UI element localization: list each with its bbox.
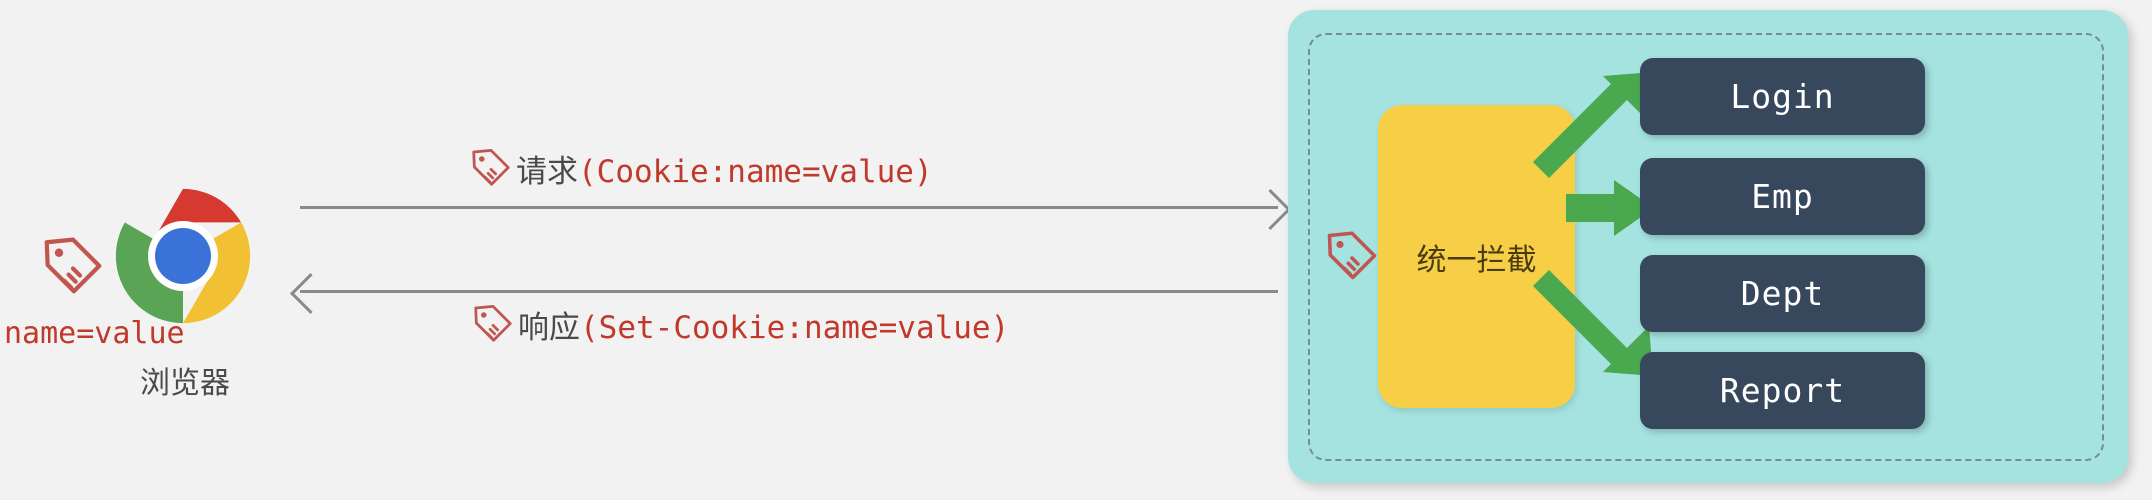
cookie-tag-icon [44, 237, 102, 294]
interceptor-to-login-arrow-icon [1533, 72, 1653, 178]
server-panel: 统一拦截 [1288, 10, 2128, 483]
request-arrow-head-icon [1249, 188, 1292, 231]
interceptor-to-dept-arrow-icon [1566, 180, 1654, 236]
interceptor-to-report-arrow-icon [1533, 270, 1653, 376]
endpoint-label: Report [1719, 371, 1846, 410]
endpoint-report[interactable]: Report [1640, 352, 1925, 429]
request-label-cn: 请求 [516, 154, 578, 189]
client-cookie-value: name=value [4, 316, 185, 351]
response-arrow-line [300, 290, 1278, 293]
response-arrow-head-icon [289, 272, 332, 315]
cookie-tag-icon [472, 148, 510, 186]
endpoint-dept[interactable]: Dept [1640, 255, 1925, 332]
endpoint-label: Dept [1740, 274, 1825, 313]
endpoint-emp[interactable]: Emp [1640, 158, 1925, 235]
endpoint-label: Login [1730, 77, 1835, 116]
server-dashed-boundary [1308, 33, 2104, 461]
chrome-logo-icon [115, 188, 251, 324]
cookie-tag-icon [1327, 231, 1377, 280]
client-label: 浏览器 [140, 367, 230, 400]
request-label-code: (Cookie:name=value) [578, 154, 933, 190]
interceptor-label: 统一拦截 [1416, 243, 1537, 277]
response-label-code: (Set-Cookie:name=value) [580, 310, 1010, 346]
request-arrow-line [300, 206, 1278, 209]
response-label: 响应(Set-Cookie:name=value) [470, 300, 1009, 346]
endpoint-login[interactable]: Login [1640, 58, 1925, 135]
cookie-tag-icon [474, 304, 512, 342]
request-label: 请求(Cookie:name=value) [468, 144, 933, 190]
endpoint-label: Emp [1751, 177, 1814, 216]
response-label-cn: 响应 [518, 310, 580, 345]
